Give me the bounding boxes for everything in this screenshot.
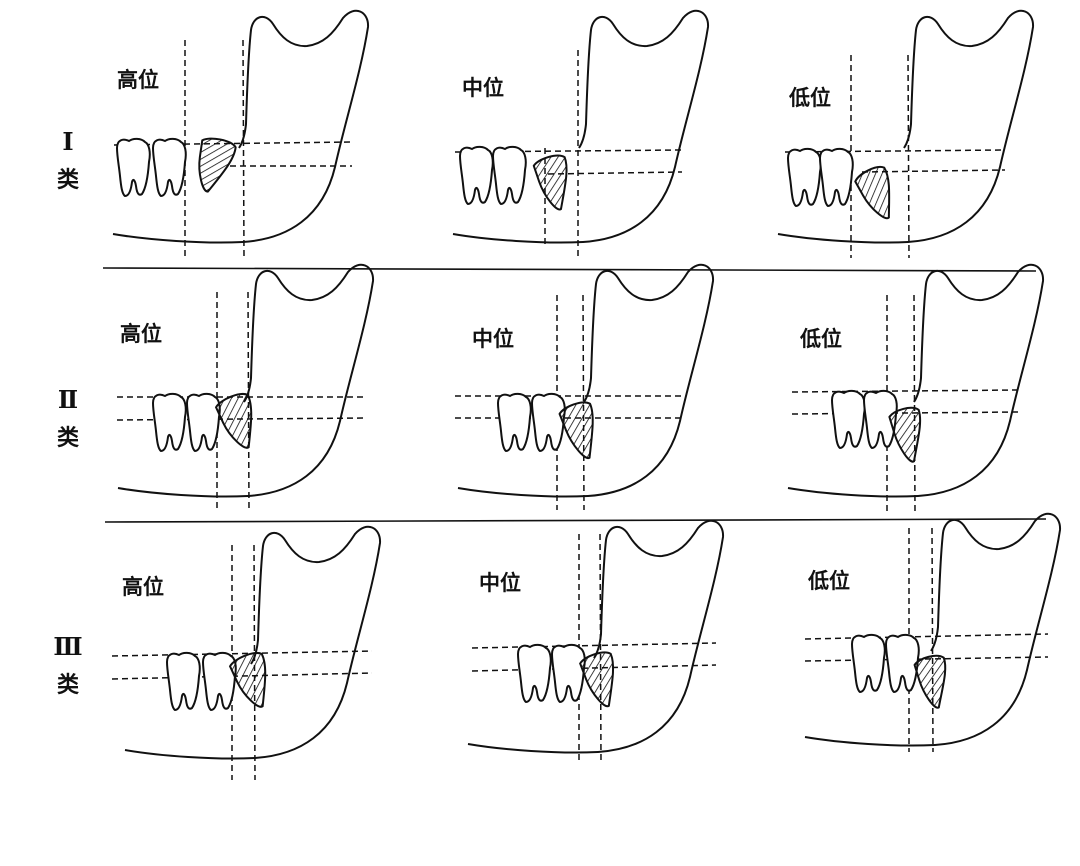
impacted-third-molar [888, 406, 922, 463]
mandible-outline [117, 263, 375, 498]
panel-class1-low [777, 9, 1035, 259]
class-3-label: Ⅲ 类 [44, 632, 92, 702]
horizontal-guide-line [471, 642, 717, 649]
second-molar [185, 392, 221, 453]
second-molar [151, 137, 187, 198]
vertical-guide-line [247, 291, 250, 511]
row1-high-label: 高位 [117, 68, 159, 92]
mandible-outline [804, 512, 1062, 747]
first-molar [151, 392, 187, 453]
class-2-kind: 类 [56, 426, 79, 451]
impacted-third-molar [214, 393, 253, 449]
horizontal-guide-line [454, 149, 683, 153]
second-molar [491, 145, 527, 206]
mandible-outline [457, 263, 715, 498]
first-molar [458, 145, 494, 206]
first-molar [115, 137, 151, 198]
second-molar [884, 633, 920, 694]
row2-middle-label: 中位 [472, 327, 514, 351]
impacted-third-molar [532, 154, 568, 211]
row3-middle-label: 中位 [479, 571, 521, 595]
impacted-third-molar [913, 654, 947, 709]
panel-class1-high [112, 9, 370, 259]
first-molar [516, 643, 552, 704]
second-molar [818, 147, 854, 208]
vertical-guide-line [907, 54, 910, 259]
panel-class2-low [787, 263, 1045, 513]
row-divider-2 [104, 518, 1047, 523]
impacted-third-molar [198, 137, 237, 193]
impacted-third-molar [579, 651, 615, 708]
panel-class1-middle [452, 9, 710, 258]
horizontal-guide-line [791, 389, 1019, 393]
first-molar [786, 147, 822, 208]
vertical-guide-line [931, 527, 934, 753]
vertical-guide-line [253, 544, 256, 781]
first-molar [830, 389, 866, 450]
first-molar [850, 633, 886, 694]
row2-high-label: 高位 [120, 322, 162, 346]
class-1-numeral: Ⅰ [62, 127, 74, 156]
second-molar [201, 651, 237, 712]
horizontal-guide-line [547, 171, 683, 175]
horizontal-guide-line [111, 650, 373, 657]
class-2-numeral: Ⅱ [57, 385, 79, 414]
class-2-label: Ⅱ 类 [44, 385, 92, 455]
vertical-guide-line [913, 294, 916, 513]
mandible-outline [787, 263, 1045, 498]
row3-high-label: 高位 [122, 575, 164, 599]
vertical-guide-line [242, 39, 245, 259]
mandible-outline [452, 9, 710, 244]
vertical-guide-line [582, 294, 585, 511]
class-3-kind: 类 [56, 673, 79, 698]
first-molar [165, 651, 201, 712]
second-molar [550, 643, 586, 704]
second-molar [862, 389, 898, 450]
panel-class3-middle [467, 519, 725, 763]
class-3-numeral: Ⅲ [53, 632, 83, 661]
impacted-third-molar [228, 652, 267, 708]
horizontal-guide-line [784, 149, 1006, 153]
mandible-outline [112, 9, 370, 244]
vertical-guide-line [599, 533, 602, 763]
horizontal-guide-line [804, 633, 1049, 640]
impacted-third-molar [854, 166, 891, 220]
panel-class3-high [111, 525, 382, 781]
row1-low-label: 低位 [789, 86, 831, 110]
second-molar [530, 392, 566, 453]
first-molar [496, 392, 532, 453]
row1-middle-label: 中位 [462, 76, 504, 100]
panel-class3-low [804, 512, 1062, 753]
panel-class2-middle [455, 263, 715, 511]
mandible-outline [467, 519, 725, 754]
impacted-third-molar [558, 401, 594, 460]
class-1-kind: 类 [56, 168, 79, 193]
row2-low-label: 低位 [800, 327, 842, 351]
row3-low-label: 低位 [808, 569, 850, 593]
class-1-label: Ⅰ 类 [44, 127, 92, 197]
mandible-outline [777, 9, 1035, 244]
mandible-outline [124, 525, 382, 760]
row-divider-1 [102, 267, 1037, 272]
panel-class2-high [116, 263, 375, 511]
